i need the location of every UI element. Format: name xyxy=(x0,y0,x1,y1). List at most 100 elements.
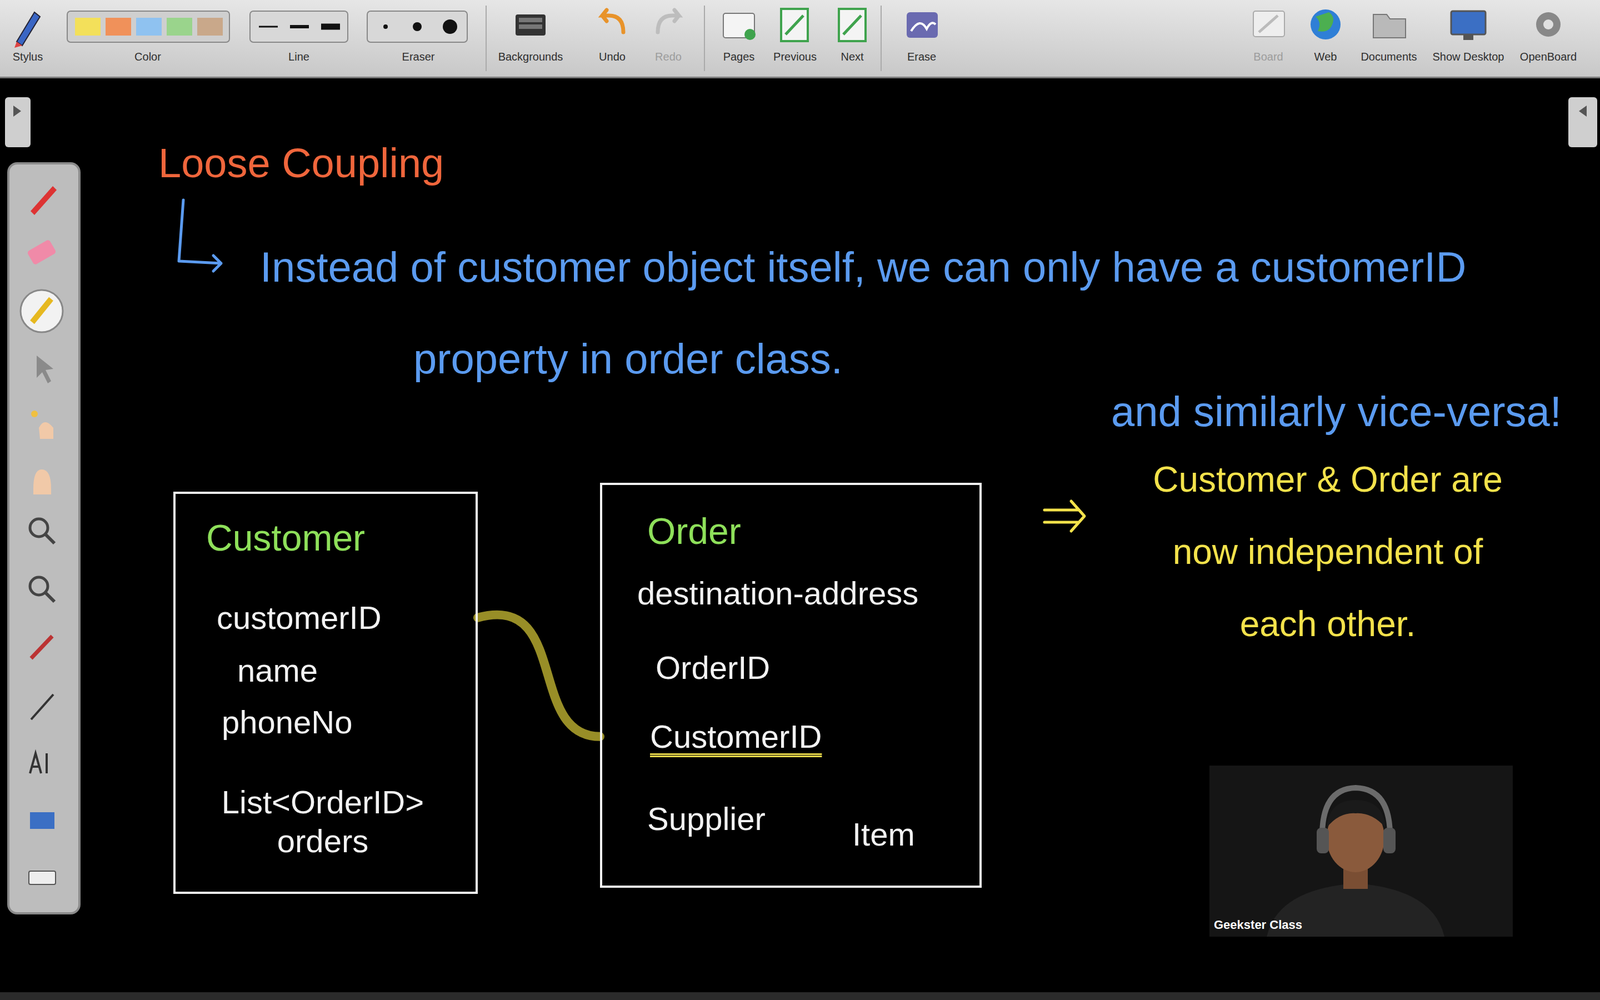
decoration-shape xyxy=(38,422,54,439)
class-name: Order xyxy=(647,509,742,554)
toolbar-label: Documents xyxy=(1360,50,1417,64)
decoration-shape xyxy=(1322,787,1390,839)
conclusion-note: Customer & Order are now independent of … xyxy=(1150,443,1506,660)
decoration-shape xyxy=(13,105,22,117)
decoration-shape xyxy=(1451,11,1486,35)
decoration-shape xyxy=(485,5,487,72)
decoration-shape xyxy=(843,15,862,35)
decoration-shape xyxy=(1373,14,1406,38)
toolbar-label: Eraser xyxy=(402,50,435,64)
decoration-shape xyxy=(1543,19,1554,30)
decoration-shape xyxy=(16,12,40,46)
decoration-shape xyxy=(67,11,230,43)
decoration-shape xyxy=(31,636,53,659)
webcam-name: Geekster Class xyxy=(1213,917,1303,933)
toolbar-label: Web xyxy=(1314,50,1338,64)
decoration-shape xyxy=(911,22,936,32)
decoration-shape xyxy=(32,298,52,323)
decoration-shape xyxy=(412,22,422,32)
decoration-shape xyxy=(518,24,543,29)
toolbar-label: Erase xyxy=(907,50,937,64)
status-band xyxy=(0,992,1600,1000)
decoration-shape xyxy=(1258,15,1278,33)
decoration-shape xyxy=(1536,12,1561,37)
toolbar-label: Stylus xyxy=(12,50,43,64)
class-field: CustomerID xyxy=(650,717,822,757)
decoration-shape xyxy=(45,592,55,602)
toolbar-label: Line xyxy=(288,50,310,64)
tool-panel xyxy=(8,163,80,914)
class-field: Supplier xyxy=(647,799,766,839)
class-box: Customer customerID name phoneNoList<OrderI… xyxy=(173,491,478,894)
side-tab xyxy=(1568,97,1598,148)
decoration-shape xyxy=(367,11,468,43)
decoration-shape xyxy=(30,753,47,774)
decoration-shape xyxy=(30,577,48,595)
decoration-shape xyxy=(838,8,866,42)
decoration-shape xyxy=(1315,12,1334,32)
decoration-shape xyxy=(30,812,55,829)
decoration-shape xyxy=(136,17,162,36)
decoration-shape xyxy=(36,355,54,384)
hook-arrow xyxy=(178,200,222,272)
toolbar-label: Redo xyxy=(655,50,682,64)
decoration-shape xyxy=(1209,765,1513,937)
toolbar-label: Next xyxy=(840,50,864,64)
board-title: Loose Coupling xyxy=(158,138,444,189)
decoration-shape xyxy=(1463,34,1474,40)
decoration-shape xyxy=(26,238,57,265)
decoration-shape xyxy=(703,5,705,72)
decoration-shape xyxy=(1326,800,1386,828)
decoration-shape xyxy=(45,534,55,544)
class-field: phoneNo xyxy=(221,702,353,742)
handwritten-note: and similarly vice-versa! xyxy=(1111,386,1562,437)
class-field: name xyxy=(237,651,318,690)
decoration-shape xyxy=(30,186,57,215)
handwritten-note: Instead of customer object itself, we ca… xyxy=(413,221,1469,405)
implies-arrow xyxy=(1044,501,1085,532)
decoration-shape xyxy=(906,12,938,38)
decoration-shape xyxy=(880,5,882,72)
decoration-shape xyxy=(14,41,23,48)
decoration-shape xyxy=(1253,11,1285,37)
decoration-shape xyxy=(321,23,340,30)
decoration-shape xyxy=(20,290,63,333)
class-name: Customer xyxy=(206,516,365,560)
toolbar-icons xyxy=(14,5,1561,72)
class-field: List<OrderID> orders xyxy=(200,782,445,861)
toolbar-label: Pages xyxy=(723,50,755,64)
toolbar-label: Backgrounds xyxy=(498,50,564,64)
decoration-shape xyxy=(1578,105,1587,117)
decoration-shape xyxy=(75,17,101,36)
decoration-shape xyxy=(30,518,48,537)
decoration-shape xyxy=(1316,827,1329,854)
class-field: destination-address xyxy=(637,573,919,613)
decoration-shape xyxy=(31,694,54,720)
class-field: Item xyxy=(852,815,915,854)
decoration-shape xyxy=(290,25,309,29)
decoration-shape xyxy=(28,871,56,885)
decoration-shape xyxy=(250,11,348,43)
webcam-feed xyxy=(1209,765,1513,937)
decoration-shape xyxy=(31,410,38,418)
decoration-shape xyxy=(744,28,756,40)
toolbar-label: Undo xyxy=(598,50,626,64)
decoration-shape xyxy=(781,8,808,42)
decoration-shape xyxy=(33,469,52,495)
decoration-shape xyxy=(602,10,624,33)
class-field: OrderID xyxy=(655,648,770,688)
class-field: customerID xyxy=(216,598,382,638)
decoration-shape xyxy=(197,17,223,36)
toolbar-label: Previous xyxy=(773,50,817,64)
decoration-shape xyxy=(1383,827,1396,854)
decoration-shape xyxy=(105,17,132,36)
toolbar-label: OpenBoard xyxy=(1520,50,1577,64)
decoration-shape xyxy=(383,24,388,29)
decoration-shape xyxy=(166,17,193,36)
decoration-shape xyxy=(1310,9,1341,40)
decoration-shape xyxy=(258,26,278,28)
toolbar-label: Color xyxy=(134,50,162,64)
decoration-shape xyxy=(8,163,80,914)
decoration-shape xyxy=(515,14,546,36)
